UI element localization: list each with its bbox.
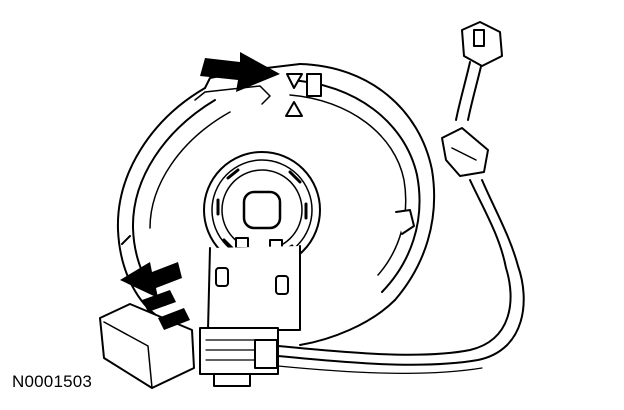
- triangle-alignment-marks: [285, 73, 303, 117]
- wire-harness: [277, 61, 525, 374]
- harness-connector-lower: [199, 327, 279, 387]
- alignment-arrow-top: [200, 52, 280, 92]
- hub-plate: [207, 245, 301, 331]
- harness-connector-mid: [441, 127, 489, 177]
- figure-reference-id: N0001503: [12, 372, 93, 391]
- alignment-arrow-lower: [120, 262, 190, 330]
- harness-connector-top: [461, 21, 503, 67]
- clockspring-housing: [116, 63, 436, 346]
- center-hub: [203, 151, 321, 269]
